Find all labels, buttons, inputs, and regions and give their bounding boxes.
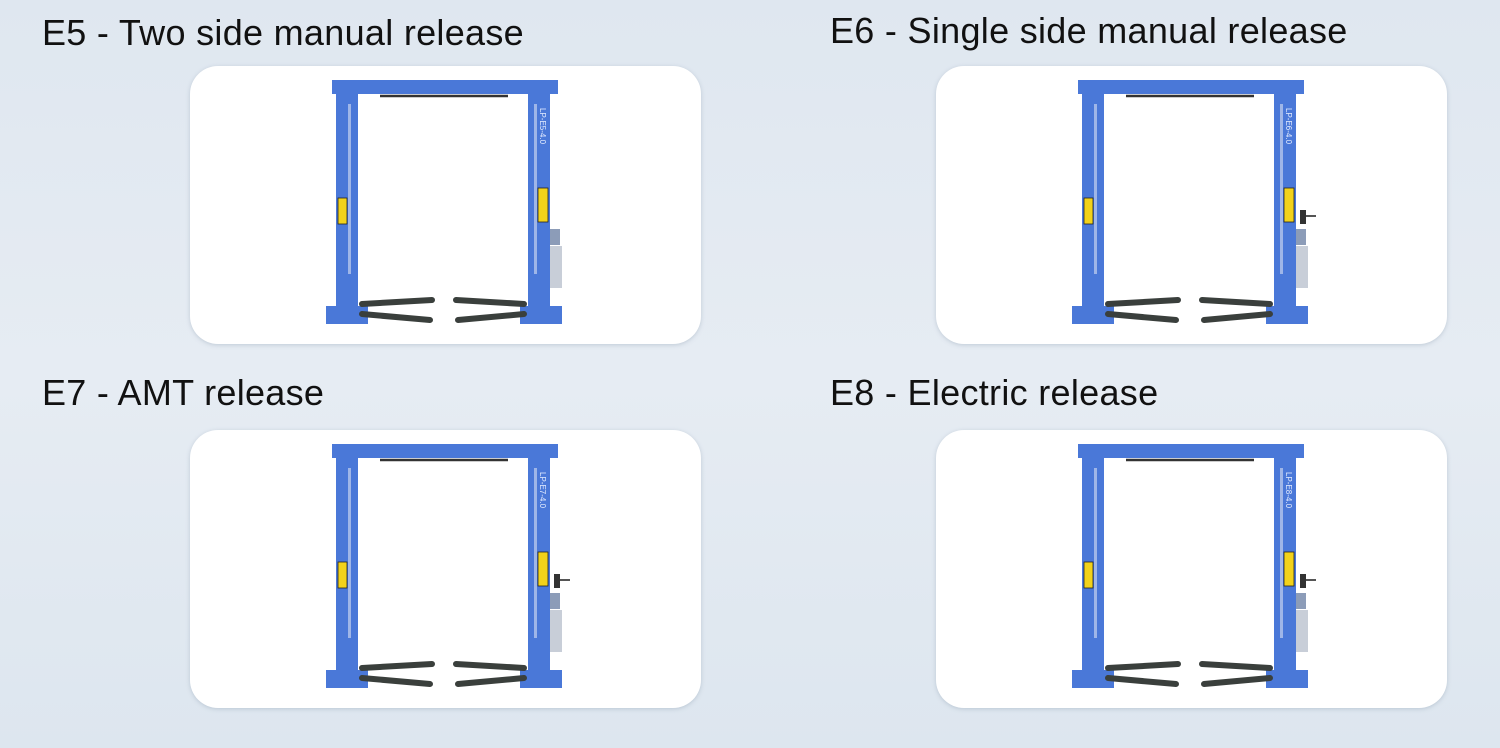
- lift-arms: [359, 297, 527, 323]
- model-label: LP-E5-4.0: [538, 108, 547, 145]
- two-post-lift-image: LP-E7-4.0: [326, 444, 570, 688]
- power-unit: [550, 593, 562, 652]
- lift-frame: [1072, 80, 1308, 324]
- warning-sticker: [537, 551, 549, 587]
- warning-sticker: [1283, 551, 1295, 587]
- lift-arms: [1105, 297, 1273, 323]
- warning-sticker: [337, 197, 348, 225]
- warning-sticker: [537, 187, 549, 223]
- lift-arms: [1105, 661, 1273, 687]
- lift-frame: [1072, 444, 1308, 688]
- warning-sticker: [1083, 561, 1094, 589]
- warning-sticker: [1083, 197, 1094, 225]
- power-unit: [1296, 593, 1308, 652]
- model-label: LP-E7-4.0: [538, 472, 547, 509]
- model-title: E6 - Single side manual release: [830, 10, 1348, 51]
- model-title: E5 - Two side manual release: [42, 12, 524, 53]
- product-card: LP-E6-4.0: [936, 66, 1447, 344]
- model-title: E8 - Electric release: [830, 372, 1159, 413]
- product-card: LP-E5-4.0: [190, 66, 701, 344]
- warning-sticker: [1283, 187, 1295, 223]
- model-label: LP-E6-4.0: [1284, 108, 1293, 145]
- product-card: LP-E7-4.0: [190, 430, 701, 708]
- two-post-lift-image: LP-E8-4.0: [1072, 444, 1316, 688]
- warning-sticker: [337, 561, 348, 589]
- power-unit: [1296, 229, 1308, 288]
- lift-arms: [359, 661, 527, 687]
- lift-frame: [326, 80, 562, 324]
- model-label: LP-E8-4.0: [1284, 472, 1293, 509]
- two-post-lift-image: LP-E6-4.0: [1072, 80, 1316, 324]
- two-post-lift-image: LP-E5-4.0: [326, 80, 562, 324]
- product-card: LP-E8-4.0: [936, 430, 1447, 708]
- lift-frame: [326, 444, 562, 688]
- model-title: E7 - AMT release: [42, 372, 325, 413]
- power-unit: [550, 229, 562, 288]
